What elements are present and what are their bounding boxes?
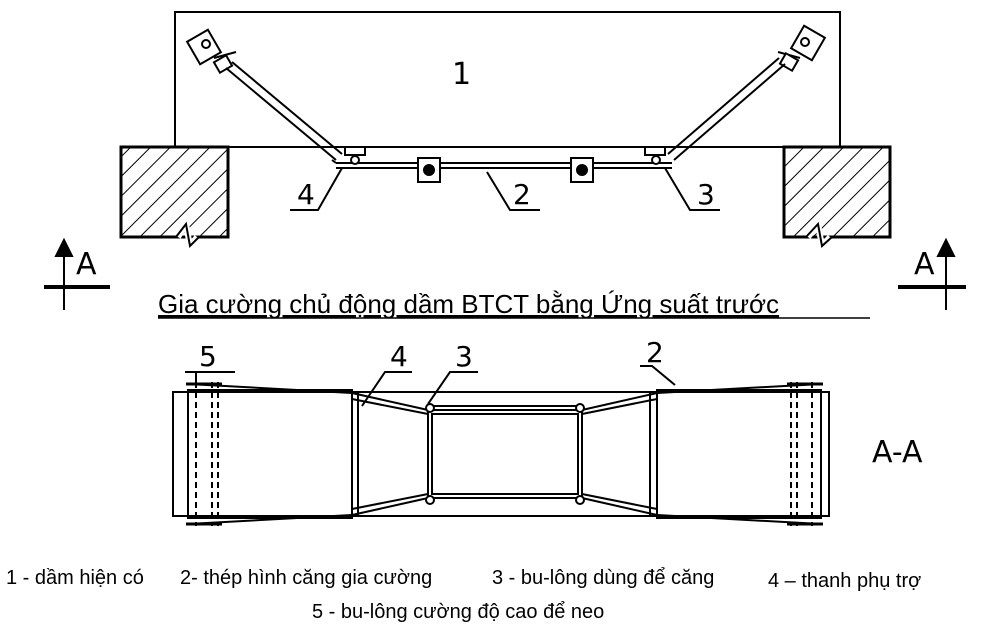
anchor-bolts-right bbox=[790, 382, 813, 526]
plan-left-plate bbox=[187, 389, 353, 519]
right-support bbox=[782, 145, 892, 253]
left-anchor-plate bbox=[185, 28, 237, 75]
plan-tension-bars bbox=[351, 392, 658, 516]
legend-item-3: 3 - bu-lông dùng để căng bbox=[492, 567, 715, 589]
elevation-leaders bbox=[290, 167, 720, 211]
plan-tension-bolts bbox=[425, 403, 585, 505]
legend-item-1: 1 - dầm hiện có bbox=[6, 567, 144, 589]
drawing-title: Gia cường chủ động dầm BTCT bằng Ứng suấ… bbox=[158, 289, 779, 319]
plan-beam-outline bbox=[172, 391, 830, 517]
anchor-bolts-left bbox=[195, 382, 219, 526]
label-anchor-bar-plan: 4 bbox=[390, 340, 408, 373]
inclined-bars bbox=[225, 57, 786, 161]
left-support bbox=[119, 145, 230, 254]
label-anchor-bolt-plan: 5 bbox=[199, 340, 217, 373]
label-anchor-bar-elev: 4 bbox=[297, 178, 315, 211]
label-tension-bolt-plan: 3 bbox=[455, 340, 473, 373]
section-mark-right: A bbox=[914, 247, 935, 282]
label-existing-beam: 1 bbox=[452, 57, 471, 92]
label-tension-steel-elev: 2 bbox=[513, 178, 531, 211]
label-tension-bolt-elev: 3 bbox=[697, 178, 715, 211]
label-tension-steel-plan: 2 bbox=[646, 336, 664, 369]
tension-steel bbox=[331, 159, 672, 169]
plan-view bbox=[172, 365, 830, 526]
plan-right-plate bbox=[656, 389, 822, 519]
existing-beam bbox=[174, 11, 841, 148]
section-label: A-A bbox=[872, 435, 923, 470]
right-anchor-plate bbox=[777, 24, 827, 73]
saddle-supports bbox=[344, 146, 666, 165]
elevation-view bbox=[44, 11, 966, 310]
plan-leaders bbox=[185, 365, 676, 407]
section-cut-left bbox=[44, 237, 110, 310]
tension-bolts bbox=[417, 157, 594, 183]
legend-item-4: 4 – thanh phụ trợ bbox=[768, 570, 922, 592]
plan-tension-frame bbox=[427, 405, 583, 499]
section-mark-left: A bbox=[76, 247, 97, 282]
section-cut-right bbox=[898, 237, 966, 310]
legend-item-2: 2- thép hình căng gia cường bbox=[180, 567, 433, 589]
legend-item-5: 5 - bu-lông cường độ cao để neo bbox=[312, 601, 605, 623]
